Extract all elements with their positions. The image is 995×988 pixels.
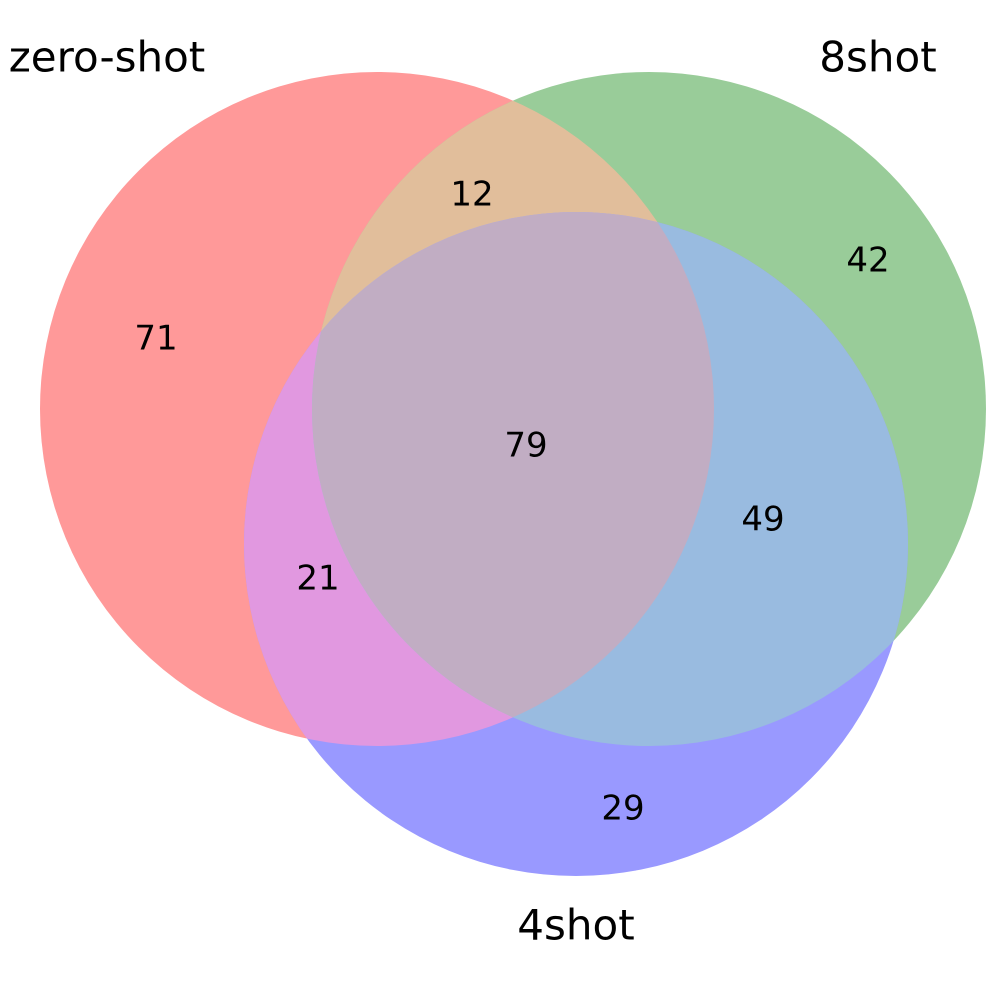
8shot-4shot-count: 49 [741, 500, 784, 540]
all-three-count: 79 [504, 426, 547, 466]
4shot-set-label: 4shot [517, 901, 634, 950]
8shot-only-count: 42 [846, 241, 889, 281]
zero-only-count: 71 [134, 319, 177, 359]
zero-8shot-count: 12 [450, 175, 493, 215]
zero-shot-set-label: zero-shot [9, 33, 206, 82]
zero-4shot-count: 21 [296, 559, 339, 599]
8shot-set-label: 8shot [819, 33, 936, 82]
4shot-only-count: 29 [601, 789, 644, 829]
